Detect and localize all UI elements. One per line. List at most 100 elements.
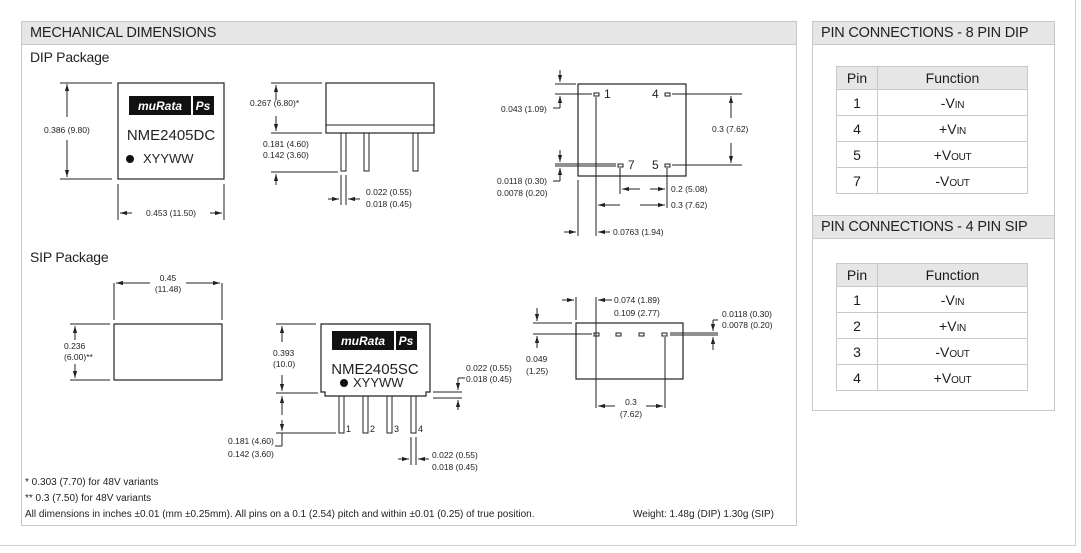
dip-side-pin [412,132,419,172]
pin-number: 1 [836,286,878,313]
pin-table-row: 1-VIN [836,89,1028,116]
pin-number: 5 [836,141,878,168]
pin-function-v: V [945,291,955,308]
dip-height-dim: 0.386 (9.80) [44,125,90,135]
pin-number: 1 [836,89,878,116]
pin-function: +VIN [877,312,1028,339]
sip-side-pin-min: 0.018 (0.45) [466,374,512,384]
pin-function: +VIN [877,115,1028,142]
dip-pin-label-7: 7 [628,158,635,172]
dip-width-dim: 0.453 (11.50) [146,208,196,218]
pin-function-sign: - [935,172,941,189]
pin-function-v: V [940,172,950,189]
sip-date-code: XYYWW [353,375,404,390]
sip-side-pin [410,395,417,434]
pin-connections-sip-title: PIN CONNECTIONS - 4 PIN SIP [813,216,1054,239]
sip-pin-pad [615,332,622,337]
sip-pin-thick-max: 0.0118 (0.30) [722,309,772,319]
sip-pin1-offset-a: 0.074 (1.89) [614,295,660,305]
sip-top-height-in: 0.236 [64,341,86,351]
pin-number: 4 [836,364,878,391]
sip-side-body [320,323,431,397]
pin-function-v: V [947,317,957,334]
dip-side-body [325,82,435,134]
pin-connections-dip-title: PIN CONNECTIONS - 8 PIN DIP [813,22,1054,45]
sip-side-pin [362,395,369,434]
footnote-48v-sip-height: ** 0.3 (7.50) for 48V variants [25,493,152,504]
sip-part-number: NME2405SC [331,361,419,378]
sip-bottom-view [533,297,718,409]
pin-number: 3 [836,338,878,365]
pin-table-row: 1-VIN [836,286,1028,313]
function-column-header: Function [877,66,1028,90]
pin-function-subscript: IN [956,125,967,137]
sip-side-pin [386,395,393,434]
pin-function-v: V [945,94,955,111]
dip-brand-mark: Ps [196,99,211,113]
sip-pin1-marker [340,379,348,387]
sip-pin1-offset-b: 0.109 (2.77) [614,308,660,318]
pin-function-subscript: IN [956,322,967,334]
dip-pin-thick-max: 0.0118 (0.30) [497,176,547,186]
dip-murata-logo [129,96,214,115]
dip-pin-pad [617,163,624,168]
sip-body-height-mm: (10.0) [273,359,295,369]
pin-function-subscript: OUT [951,151,972,163]
sip-top-width-in: 0.45 [160,273,177,283]
footnote-48v-height: * 0.303 (7.70) for 48V variants [25,477,159,488]
sip-pin-label-1: 1 [346,424,351,434]
sip-span-mm: (7.62) [620,409,642,419]
sip-pin-length-min: 0.142 (3.60) [228,449,274,459]
sip-side-pin [338,395,345,434]
dip-pin-length-max: 0.181 (4.60) [263,139,309,149]
sip-top-body [113,323,223,381]
sip-brand: muRata [341,334,385,348]
dip-part-number: NME2405DC [127,127,216,144]
pin-function-subscript: OUT [951,374,972,386]
dip-bottom-view [553,70,742,236]
sip-bottom-body [575,322,684,380]
tolerance-note: All dimensions in inches ±0.01 (mm ±0.25… [25,509,535,520]
pin-function-sign: - [935,343,941,360]
pin-function-sign: + [939,120,948,137]
page-frame-bottom [0,545,1076,546]
sip-pin-label-2: 2 [370,424,375,434]
pin-function-sign: - [940,94,946,111]
pin-column-header: Pin [836,66,878,90]
pin-function: -VOUT [877,167,1028,194]
sip-span-in: 0.3 [625,397,637,407]
sip-top-height-mm: (6.00)** [64,352,94,362]
dip-side-pin [363,132,370,172]
pin-function-v: V [940,343,950,360]
sip-package-title: SIP Package [30,249,109,265]
dip-bottom-body [577,83,687,177]
pin-table-row: 2+VIN [836,312,1028,339]
dip-body-height-dim: 0.267 (6.80)* [250,98,300,108]
sip-pin-pad [661,332,668,337]
sip-brand-mark: Ps [399,334,414,348]
dip-pitch-7-5-dim: 0.2 (5.08) [671,184,708,194]
pin-table-row: 4+VOUT [836,364,1028,391]
pin-table-row: 7-VOUT [836,167,1028,194]
dip-pin-width-min: 0.018 (0.45) [366,199,412,209]
pin-function-sign: + [939,317,948,334]
page-frame-right [1075,0,1076,545]
dip-top-view [60,82,225,220]
dip-edge-offset-dim: 0.0763 (1.94) [613,227,664,237]
pin-table-row: 5+VOUT [836,141,1028,168]
sip-pin-width-max: 0.022 (0.55) [432,450,478,460]
pin-table-row: 4+VIN [836,115,1028,142]
sip-murata-logo [332,331,417,350]
dip-pitch-1-5-dim: 0.3 (7.62) [671,200,708,210]
pin-function-v: V [947,120,957,137]
pin-function: -VIN [877,286,1028,313]
pin-function-sign: - [940,291,946,308]
dip-offset-top-dim: 0.043 (1.09) [501,104,547,114]
pin-function: +VOUT [877,364,1028,391]
dip-pin-label-4: 4 [652,87,659,101]
dip-pin-label-1: 1 [604,87,611,101]
dip-pin-pad [593,92,600,97]
dip-pin-width-max: 0.022 (0.55) [366,187,412,197]
